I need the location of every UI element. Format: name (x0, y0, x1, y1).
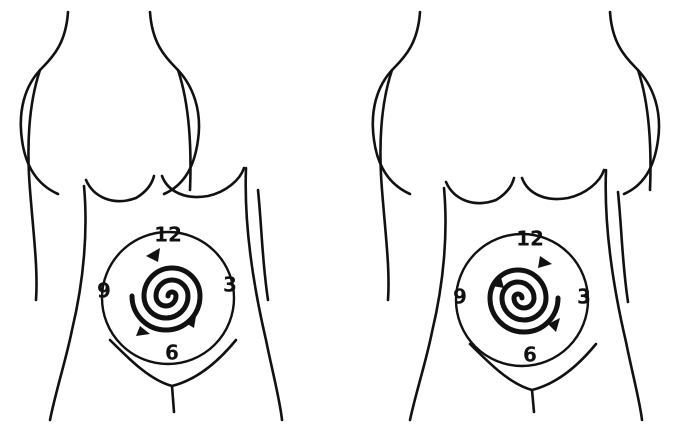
breast-left-a (86, 176, 154, 201)
side-curve-right (618, 192, 628, 302)
figure-left: 12 3 6 9 (21, 12, 282, 420)
torso-outline-left (21, 12, 199, 194)
clock-label-6-right: 6 (523, 343, 537, 367)
clock-label-3-right: 3 (577, 285, 591, 309)
breast-right-a (446, 178, 514, 203)
clock-label-9-right: 9 (453, 285, 467, 309)
clock-label-3-left: 3 (223, 273, 237, 297)
arm-left-outer (28, 70, 40, 300)
clock-label-6-left: 6 (165, 341, 179, 365)
breast-right-b (522, 170, 604, 199)
figure-right: 12 3 6 9 (373, 12, 659, 420)
arm-left-outer-right (380, 70, 392, 300)
clock-label-9-left: 9 (97, 279, 111, 303)
waist-right (410, 170, 642, 420)
clock-label-12-left: 12 (154, 223, 182, 247)
clock-label-12-right: 12 (516, 227, 544, 251)
side-curve-left (258, 190, 268, 300)
arrow-top-left (146, 248, 160, 262)
torso-outline-right (373, 12, 659, 194)
arrow-top-right (538, 256, 552, 268)
breast-left-b (162, 168, 244, 197)
